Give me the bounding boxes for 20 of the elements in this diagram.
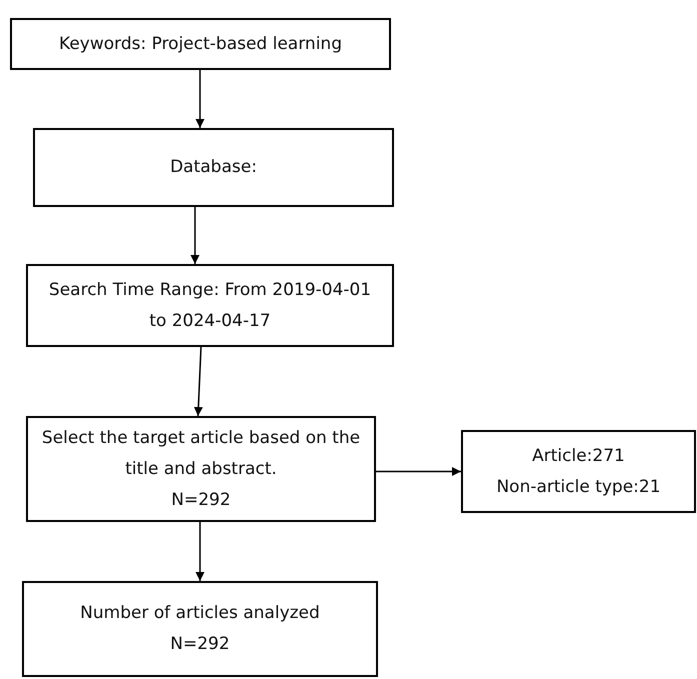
process-box <box>33 128 394 207</box>
box-text: Article:271 <box>532 444 625 468</box>
box-text: N=292 <box>170 633 230 656</box>
box-text: Select the target article based on the title and abstract. <box>40 426 362 480</box>
arrow <box>196 522 204 581</box>
box-text: Search Time Range: From 2019-04-01 to 2024-04-17 <box>48 278 372 332</box>
process-box <box>26 416 376 522</box>
process-box <box>10 18 391 70</box>
arrow <box>196 70 204 128</box>
box-text: Non-article type:21 <box>496 476 661 498</box>
box-text: Keywords: Project-based learning <box>59 32 342 56</box>
arrow <box>376 467 461 476</box>
process-box <box>26 264 394 347</box>
process-box <box>22 581 378 677</box>
box-text: N=292 <box>171 488 231 512</box>
arrow <box>190 207 200 264</box>
box-text: Database: <box>170 156 257 179</box>
arrow <box>194 346 203 416</box>
box-text: Number of articles analyzed <box>80 602 320 625</box>
process-box <box>461 430 696 513</box>
